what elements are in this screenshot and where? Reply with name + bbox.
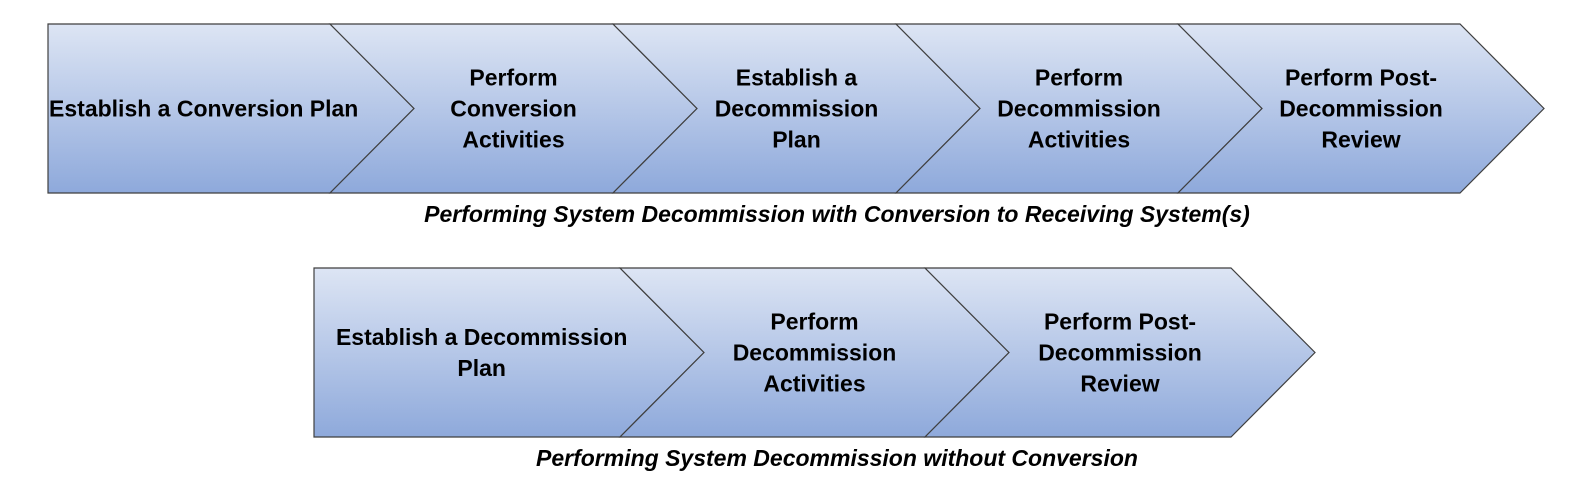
row1-step-4-line-3: Activities — [1028, 127, 1130, 153]
row1-step-2-line-1: Perform — [469, 65, 557, 91]
row1-step-4-line-2: Decommission — [997, 96, 1161, 122]
row2-step-1-line-2: Plan — [457, 355, 506, 381]
row1-step-3-line-1: Establish a — [736, 65, 858, 91]
row1-step-5-line-1: Perform Post- — [1285, 65, 1437, 91]
row1-step-1: Establish a Conversion Plan — [47, 23, 415, 194]
row2-step-3-line-3: Review — [1080, 371, 1159, 397]
row1-step-2-line-2: Conversion — [450, 96, 577, 122]
row2-caption: Performing System Decommission without C… — [536, 445, 1138, 471]
row1-step-1-label: Establish a Conversion Plan — [49, 96, 358, 122]
row2-step-2-line-1: Perform — [770, 309, 858, 335]
row2-step-3-line-2: Decommission — [1038, 340, 1202, 366]
row1-step-3-line-3: Plan — [772, 127, 821, 153]
row2-step-2-line-3: Activities — [763, 371, 865, 397]
row1-step-5-line-2: Decommission — [1279, 96, 1443, 122]
row1-step-2-line-3: Activities — [462, 127, 564, 153]
row2-step-3-shape — [923, 267, 1316, 438]
row1-step-3-line-2: Decommission — [715, 96, 879, 122]
row2-step-2-line-2: Decommission — [733, 340, 897, 366]
row1-step-5-shape — [1176, 23, 1545, 194]
row2-step-1-line-1: Establish a Decommission — [336, 324, 627, 350]
row1-caption: Performing System Decommission with Conv… — [424, 201, 1250, 227]
row2-step-3-line-1: Perform Post- — [1044, 309, 1196, 335]
row1-step-1-line-1: Establish a Conversion Plan — [49, 96, 358, 122]
row1-step-5-line-3: Review — [1321, 127, 1400, 153]
row1-step-4-line-1: Perform — [1035, 65, 1123, 91]
